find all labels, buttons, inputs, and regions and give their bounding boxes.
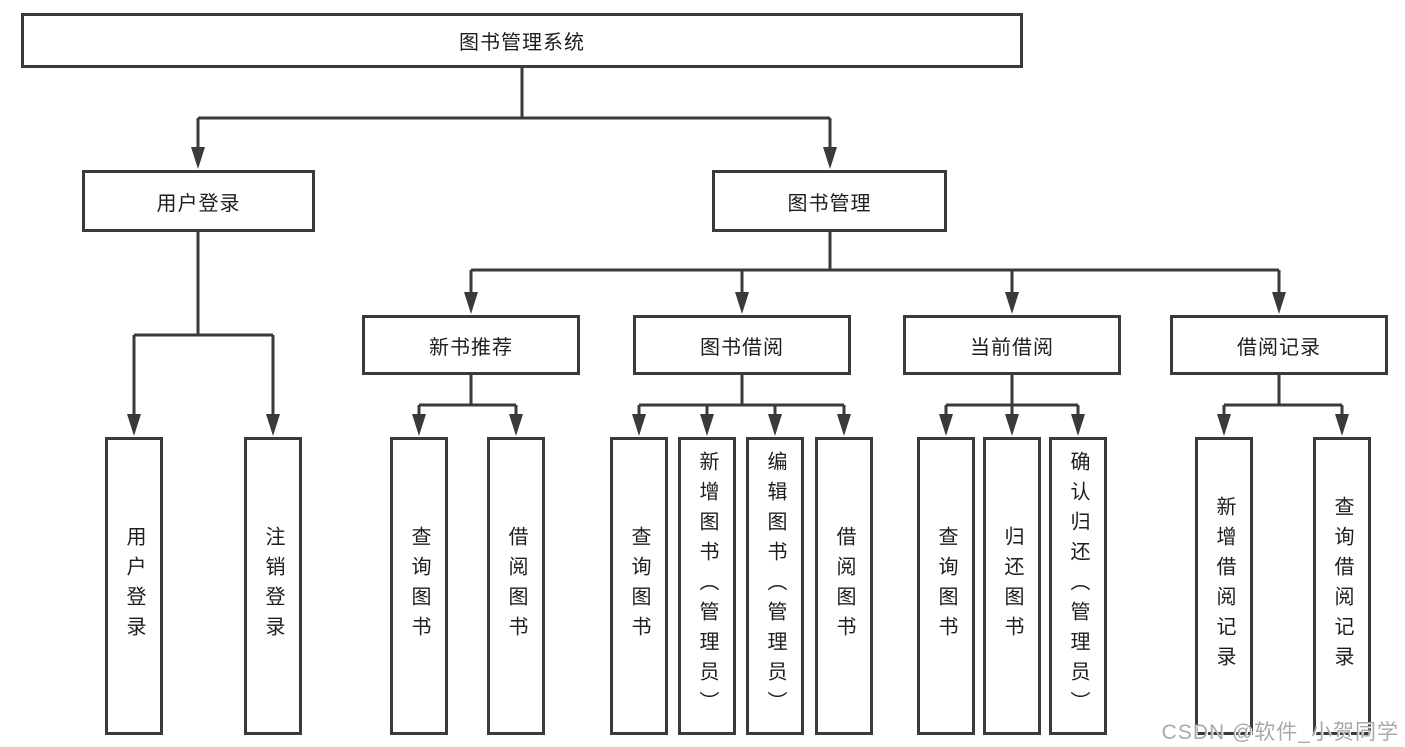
node-book-borrow-label: 图书借阅 xyxy=(700,336,784,359)
leaf-records-add-record-label: 新增借阅记录 xyxy=(1213,496,1235,676)
leaf-borrow-borrow-books: 借阅图书 xyxy=(815,437,873,735)
leaf-current-return-books-label: 归还图书 xyxy=(1001,526,1023,646)
connector-user-login-children xyxy=(127,232,280,436)
leaf-borrow-edit-books-admin-label: 编辑图书（管理员） xyxy=(764,451,786,721)
connector-current-borrow-children xyxy=(939,375,1085,436)
leaf-borrow-borrow-books-label: 借阅图书 xyxy=(833,526,855,646)
node-book-management-label: 图书管理 xyxy=(787,192,872,215)
connector-book-borrow-children xyxy=(632,375,851,436)
leaf-borrow-query-books: 查询图书 xyxy=(610,437,668,735)
connector-root-to-level2 xyxy=(191,68,837,169)
node-user-login-label: 用户登录 xyxy=(156,192,241,215)
leaf-newbooks-borrow-books-label: 借阅图书 xyxy=(505,526,527,646)
connector-new-books-children xyxy=(412,375,523,436)
node-book-borrow: 图书借阅 xyxy=(633,315,851,375)
leaf-current-confirm-return-admin: 确认归还（管理员） xyxy=(1049,437,1107,735)
node-new-book-recommend: 新书推荐 xyxy=(362,315,580,375)
leaf-newbooks-query-books-label: 查询图书 xyxy=(408,526,430,646)
node-book-management: 图书管理 xyxy=(712,170,947,232)
leaf-user-login-label: 用户登录 xyxy=(123,526,145,646)
leaf-records-add-record: 新增借阅记录 xyxy=(1195,437,1253,735)
node-borrow-record: 借阅记录 xyxy=(1170,315,1388,375)
node-borrow-record-label: 借阅记录 xyxy=(1237,336,1321,359)
leaf-logout-label: 注销登录 xyxy=(262,526,284,646)
leaf-newbooks-query-books: 查询图书 xyxy=(390,437,448,735)
leaf-borrow-query-books-label: 查询图书 xyxy=(628,526,650,646)
node-current-borrow-label: 当前借阅 xyxy=(970,336,1054,359)
leaf-user-login: 用户登录 xyxy=(105,437,163,735)
node-current-borrow: 当前借阅 xyxy=(903,315,1121,375)
leaf-borrow-edit-books-admin: 编辑图书（管理员） xyxy=(746,437,804,735)
leaf-borrow-add-books-admin: 新增图书（管理员） xyxy=(678,437,736,735)
watermark: CSDN @软件_小贺同学 xyxy=(1161,721,1399,744)
leaf-records-query-record-label: 查询借阅记录 xyxy=(1331,496,1353,676)
leaf-newbooks-borrow-books: 借阅图书 xyxy=(487,437,545,735)
leaf-current-confirm-return-admin-label: 确认归还（管理员） xyxy=(1067,451,1089,721)
connector-borrow-records-children xyxy=(1217,375,1349,436)
leaf-records-query-record: 查询借阅记录 xyxy=(1313,437,1371,735)
node-new-book-recommend-label: 新书推荐 xyxy=(429,336,513,359)
leaf-current-return-books: 归还图书 xyxy=(983,437,1041,735)
leaf-current-query-books-label: 查询图书 xyxy=(935,526,957,646)
leaf-current-query-books: 查询图书 xyxy=(917,437,975,735)
connector-book-management-children xyxy=(464,232,1286,314)
leaf-logout: 注销登录 xyxy=(244,437,302,735)
node-root: 图书管理系统 xyxy=(21,13,1023,68)
node-user-login: 用户登录 xyxy=(82,170,315,232)
leaf-borrow-add-books-admin-label: 新增图书（管理员） xyxy=(696,451,718,721)
node-root-label: 图书管理系统 xyxy=(459,32,585,54)
